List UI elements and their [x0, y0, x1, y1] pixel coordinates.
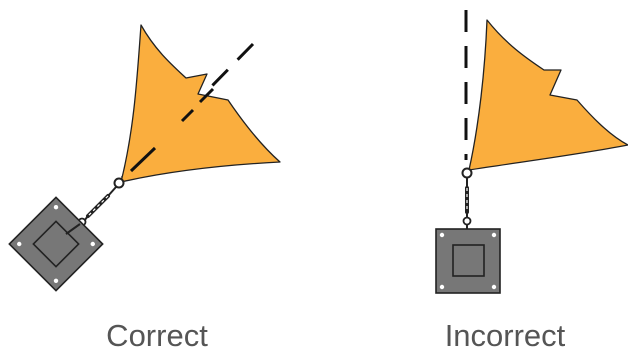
correct-sail-icon	[120, 24, 281, 183]
correct-caption: Correct	[106, 318, 208, 353]
incorrect-mounting-plate-icon	[435, 228, 501, 294]
correct-example	[8, 24, 281, 292]
correct-alignment-dashes	[129, 87, 215, 173]
correct-turnbuckle-icon	[77, 186, 117, 227]
incorrect-caption: Incorrect	[444, 318, 566, 353]
correct-plate-tie	[65, 223, 81, 235]
incorrect-turnbuckle-icon	[462, 178, 472, 240]
incorrect-example	[435, 10, 628, 294]
incorrect-ring-icon	[461, 167, 473, 179]
correct-mounting-plate-icon	[8, 196, 104, 292]
correct-ring-icon	[113, 177, 125, 189]
incorrect-sail-icon	[468, 19, 628, 171]
